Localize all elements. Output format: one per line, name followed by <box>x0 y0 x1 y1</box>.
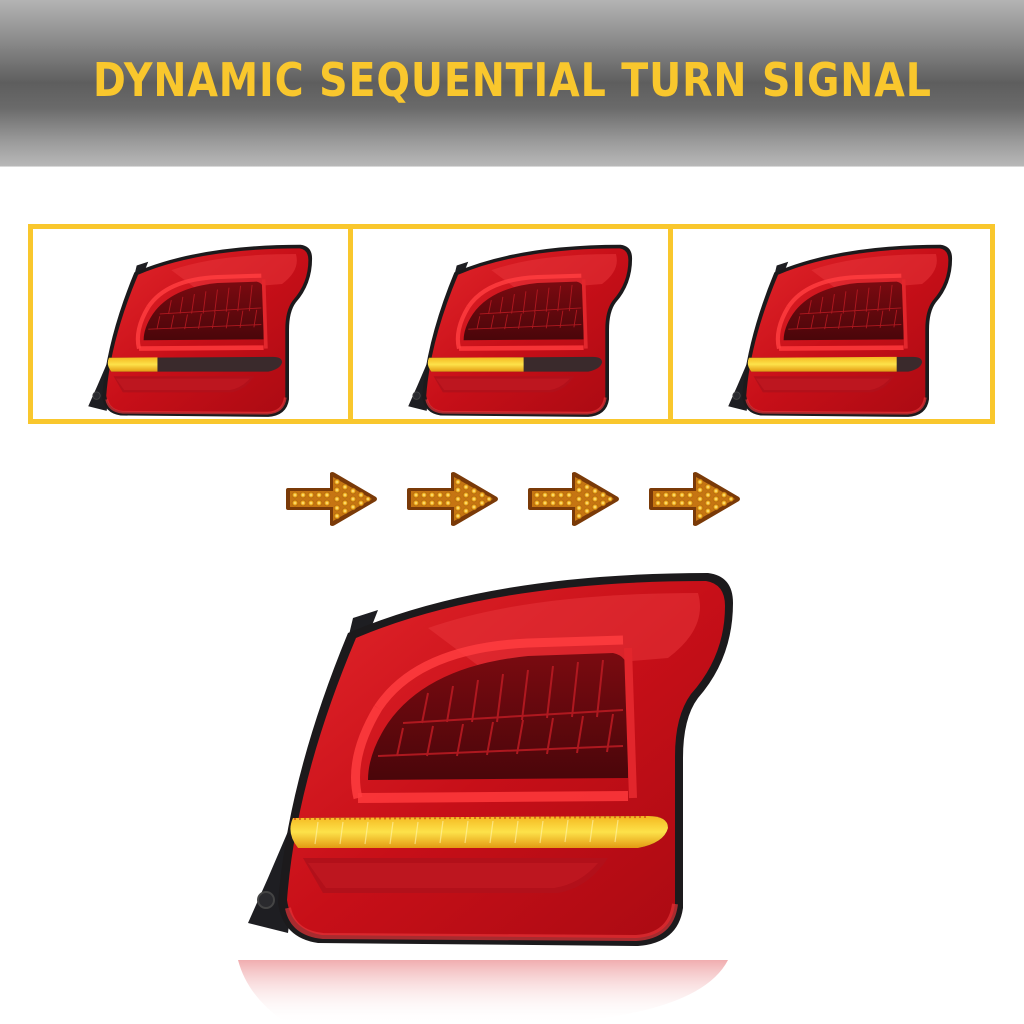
amber-arrow-right-icon <box>528 470 620 528</box>
tail-light-image <box>238 548 748 1024</box>
sequence-panel-step-1 <box>33 229 348 419</box>
amber-arrow-right-icon <box>649 470 741 528</box>
sequence-panels <box>28 224 995 424</box>
amber-arrow-right-icon <box>407 470 499 528</box>
turn-signal-lit-segment <box>427 357 524 372</box>
banner-title: DYNAMIC SEQUENTIAL TURN SIGNAL <box>93 53 932 107</box>
sequence-panel-step-3 <box>673 229 990 419</box>
turn-signal-lit-segment <box>747 356 897 372</box>
hero-tail-light <box>228 548 748 1024</box>
tail-light-image <box>719 233 959 418</box>
panel-divider <box>348 229 353 419</box>
turn-signal-lit-segment <box>290 816 668 848</box>
header-banner: DYNAMIC SEQUENTIAL TURN SIGNAL <box>0 0 1024 167</box>
panel-divider <box>668 229 673 419</box>
tail-light-image <box>399 233 639 418</box>
floor-reflection <box>238 960 728 1024</box>
tail-light-image <box>79 233 319 418</box>
amber-arrow-right-icon <box>286 470 378 528</box>
turn-signal-lit-segment <box>107 357 158 372</box>
sequence-panel-step-2 <box>353 229 668 419</box>
